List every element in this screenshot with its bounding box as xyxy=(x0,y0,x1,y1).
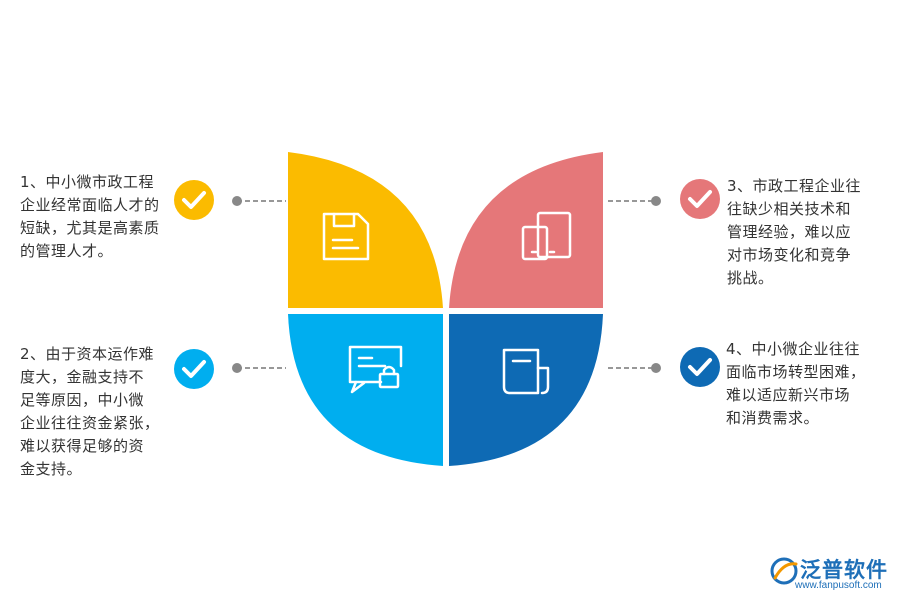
item-2-line: 企业往往资金紧张， xyxy=(20,414,160,432)
check-icon-4 xyxy=(680,347,720,387)
logo-url: www.fanpusoft.com xyxy=(795,580,882,591)
item-2-line: 金支持。 xyxy=(20,460,83,478)
petal-1 xyxy=(288,152,443,308)
floppy-icon xyxy=(322,212,370,261)
connector-1-dot xyxy=(232,196,242,206)
item-4-text: 4、中小微企业往往 面临市场转型困难， 难以适应新兴市场 和消费需求。 xyxy=(726,338,866,430)
connector-2-dot xyxy=(232,363,242,373)
petal-4 xyxy=(449,314,603,466)
message-lock-icon xyxy=(348,345,403,394)
item-3-text: 3、市政工程企业往 往缺少相关技术和 管理经验，难以应 对市场变化和竞争 挑战。 xyxy=(727,175,861,290)
brand-logo: 泛普软件 www.fanpusoft.com xyxy=(765,552,895,592)
item-4-line: 4、中小微企业往往 xyxy=(726,340,861,358)
check-icon-1 xyxy=(174,180,214,220)
connector-3-dot xyxy=(651,196,661,206)
item-4-line: 难以适应新兴市场 xyxy=(726,386,851,404)
item-3-line: 挑战。 xyxy=(727,269,774,287)
item-1-line: 短缺，尤其是高素质 xyxy=(20,219,160,237)
devices-icon xyxy=(521,211,572,261)
item-3-line: 对市场变化和竞争 xyxy=(727,246,852,264)
document-icon xyxy=(502,348,550,395)
connector-4-dot xyxy=(651,363,661,373)
item-3-line: 往缺少相关技术和 xyxy=(727,200,852,218)
item-1-text: 1、中小微市政工程 企业经常面临人才的 短缺，尤其是高素质 的管理人才。 xyxy=(20,171,160,263)
petal-3 xyxy=(449,152,603,308)
item-4-line: 面临市场转型困难， xyxy=(726,363,866,381)
logo-mark-icon xyxy=(770,557,798,585)
item-2-line: 难以获得足够的资 xyxy=(20,437,145,455)
item-2-line: 2、由于资本运作难 xyxy=(20,345,155,363)
item-3-line: 管理经验，难以应 xyxy=(727,223,852,241)
item-1-line: 的管理人才。 xyxy=(20,242,114,260)
item-1-line: 企业经常面临人才的 xyxy=(20,196,160,214)
item-2-line: 度大，金融支持不 xyxy=(20,368,145,386)
item-2-text: 2、由于资本运作难 度大，金融支持不 足等原因，中小微 企业往往资金紧张， 难以… xyxy=(20,343,160,481)
petal-2 xyxy=(288,314,443,466)
item-3-line: 3、市政工程企业往 xyxy=(727,177,862,195)
check-icon-2 xyxy=(174,349,214,389)
item-2-line: 足等原因，中小微 xyxy=(20,391,145,409)
connectors xyxy=(232,196,661,373)
item-4-line: 和消费需求。 xyxy=(726,409,820,427)
item-1-line: 1、中小微市政工程 xyxy=(20,173,155,191)
check-icon-3 xyxy=(680,179,720,219)
logo-name: 泛普软件 xyxy=(800,558,888,582)
